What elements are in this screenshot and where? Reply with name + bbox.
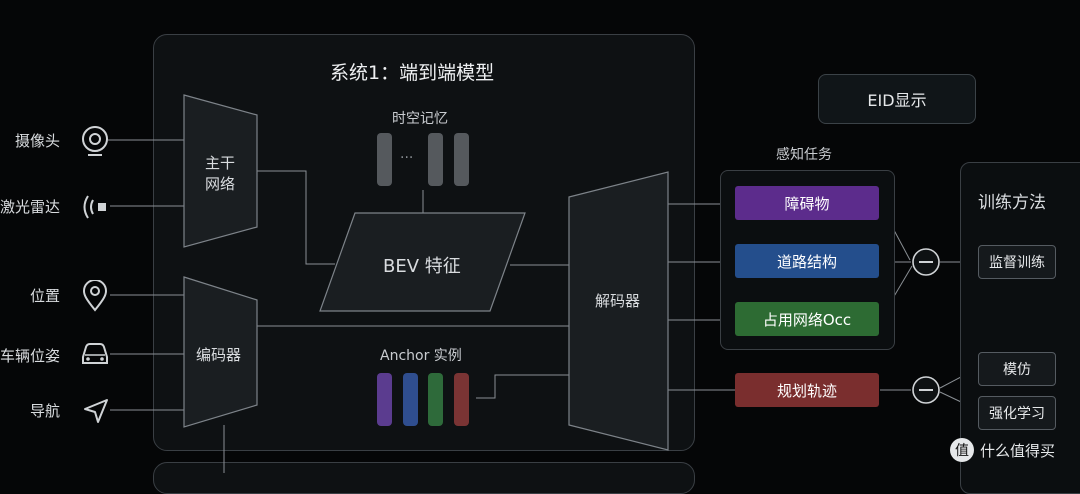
decoder-block — [568, 171, 669, 451]
input-navigation-label: 导航 — [30, 402, 61, 420]
input-position-label: 位置 — [30, 287, 61, 305]
supervised-training-label: 监督训练 — [989, 255, 1045, 271]
system-title: 系统1：端到端模型 — [330, 62, 495, 84]
watermark-logo: 值 — [950, 438, 974, 462]
anchor-bar-purple — [377, 373, 392, 426]
bev-label: BEV 特征 — [383, 256, 461, 277]
memory-bar-3 — [454, 133, 469, 186]
navigation-arrow-icon — [84, 399, 108, 423]
backbone-label-line1: 主干 — [205, 154, 236, 172]
memory-bar-1 — [377, 133, 392, 186]
merge-node-perception — [912, 248, 940, 276]
task-obstacle-label: 障碍物 — [784, 194, 830, 213]
memory-title: 时空记忆 — [392, 111, 448, 127]
decoder-label: 解码器 — [595, 292, 641, 310]
encoder-block — [183, 276, 258, 428]
input-camera-label: 摄像头 — [15, 132, 61, 150]
lidar-icon — [83, 195, 106, 219]
imitation-label: 模仿 — [1003, 362, 1031, 378]
watermark: 值 什么值得买 — [950, 436, 1055, 464]
memory-ellipsis: ··· — [400, 150, 414, 166]
reinforcement-learning-button[interactable]: 强化学习 — [978, 396, 1056, 430]
diagram-lines — [108, 94, 979, 473]
eid-label: EID显示 — [867, 91, 927, 110]
watermark-text: 什么值得买 — [980, 441, 1056, 460]
backbone-label-line2: 网络 — [205, 175, 236, 193]
bev-block — [319, 212, 526, 312]
task-planning: 规划轨迹 — [735, 373, 879, 407]
input-lidar-label: 激光雷达 — [0, 198, 61, 216]
perception-title: 感知任务 — [776, 147, 832, 163]
memory-bar-2 — [428, 133, 443, 186]
task-road-structure-label: 道路结构 — [776, 252, 837, 271]
encoder-label: 编码器 — [196, 346, 242, 364]
task-road-structure: 道路结构 — [735, 244, 879, 278]
task-occupancy-label: 占用网络Occ — [762, 310, 852, 329]
backbone-block — [183, 94, 258, 248]
merge-node-planning — [912, 376, 940, 404]
training-panel — [960, 162, 1080, 494]
camera-icon — [82, 126, 108, 156]
supervised-training-button[interactable]: 监督训练 — [978, 245, 1056, 279]
task-occupancy: 占用网络Occ — [735, 302, 879, 336]
training-title: 训练方法 — [978, 193, 1046, 213]
anchor-bar-red — [454, 373, 469, 426]
car-icon — [82, 343, 108, 364]
task-obstacle: 障碍物 — [735, 186, 879, 220]
task-planning-label: 规划轨迹 — [776, 381, 837, 400]
anchor-title: Anchor 实例 — [380, 348, 462, 364]
reinforcement-learning-label: 强化学习 — [989, 406, 1045, 422]
anchor-bar-blue — [403, 373, 418, 426]
eid-display-button[interactable]: EID显示 — [818, 74, 976, 124]
anchor-bar-green — [428, 373, 443, 426]
input-vehicle-pose-label: 车辆位姿 — [0, 347, 61, 365]
imitation-button[interactable]: 模仿 — [978, 352, 1056, 386]
location-pin-icon — [82, 280, 108, 312]
